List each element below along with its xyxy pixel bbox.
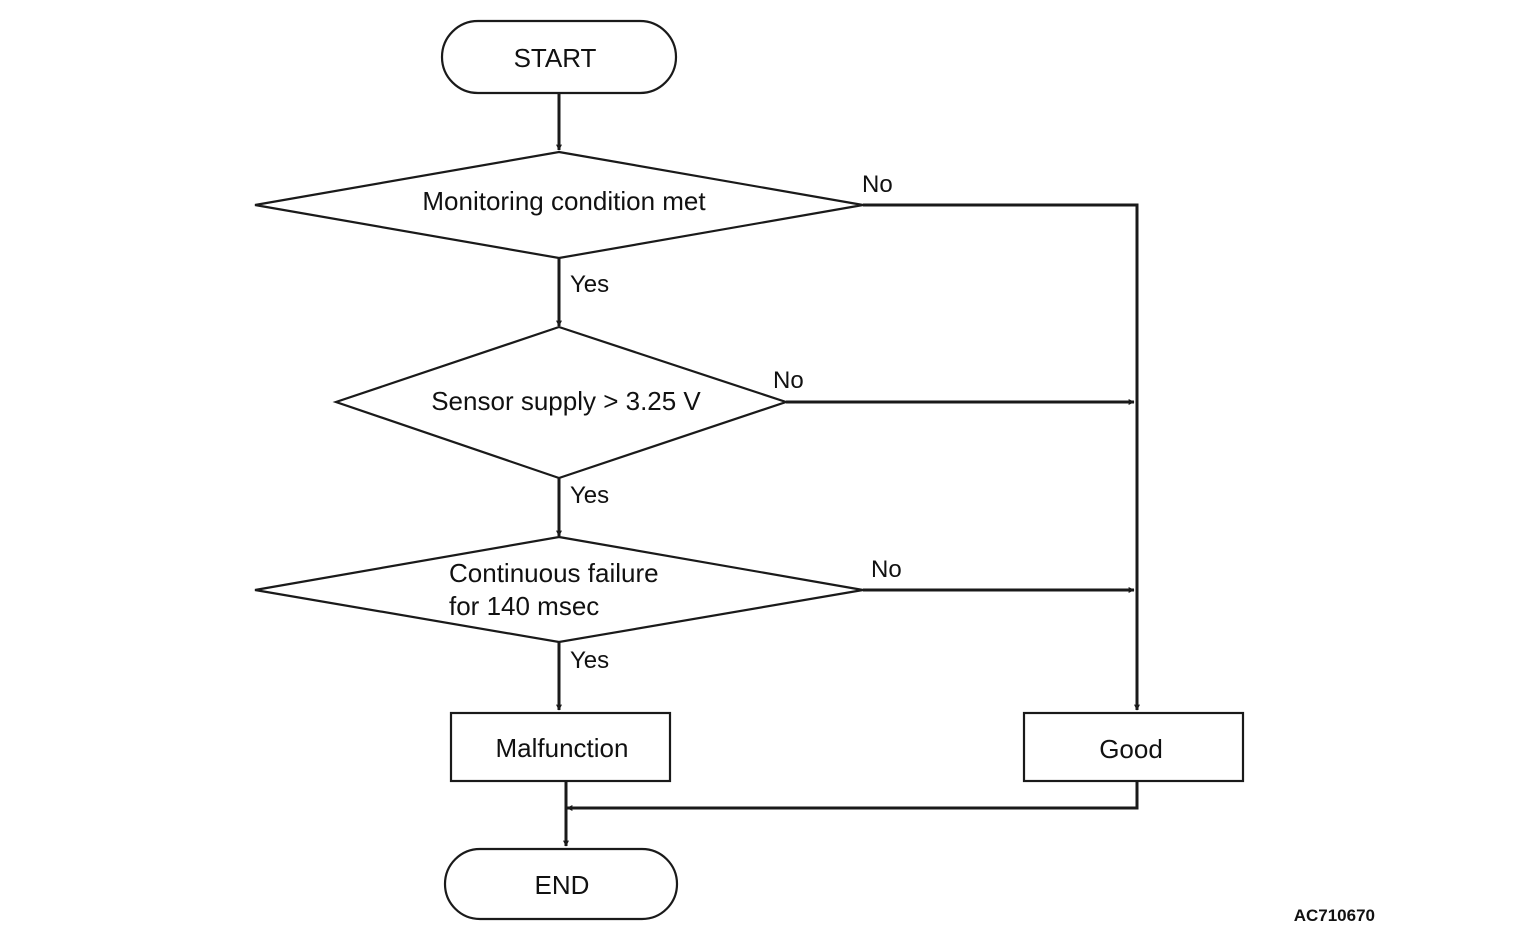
malfunction-label: Malfunction (496, 733, 629, 763)
edge-label-sensor-yes: Yes (570, 482, 609, 509)
decision-sensor-label: Sensor supply > 3.25 V (431, 386, 701, 416)
connectors (556, 93, 1140, 847)
decision-continuous-failure: Continuous failure for 140 msec (254, 535, 864, 644)
start-terminal: START (440, 19, 678, 95)
arrow-good-return (566, 782, 1139, 811)
figure-code: AC710670 (1294, 906, 1375, 925)
decision-continuous-label-line2: for 140 msec (449, 591, 599, 621)
decision-sensor-supply: Sensor supply > 3.25 V (332, 325, 790, 480)
edge-label-monitoring-yes: Yes (570, 271, 609, 298)
arrow-monitoring-no (863, 203, 1140, 711)
good-label: Good (1099, 734, 1163, 764)
edge-label-continuous-no: No (871, 556, 902, 583)
decision-continuous-label-line1: Continuous failure (449, 558, 659, 588)
decision-monitoring-label: Monitoring condition met (422, 186, 706, 216)
edge-label-sensor-no: No (773, 367, 804, 394)
malfunction-box: Malfunction (449, 711, 672, 783)
good-box: Good (1022, 711, 1245, 783)
end-terminal: END (443, 847, 679, 921)
start-label: START (514, 43, 597, 73)
edge-label-monitoring-no: No (862, 171, 893, 198)
end-label: END (535, 870, 590, 900)
decision-monitoring-condition: Monitoring condition met (254, 150, 864, 260)
edge-label-continuous-yes: Yes (570, 647, 609, 674)
